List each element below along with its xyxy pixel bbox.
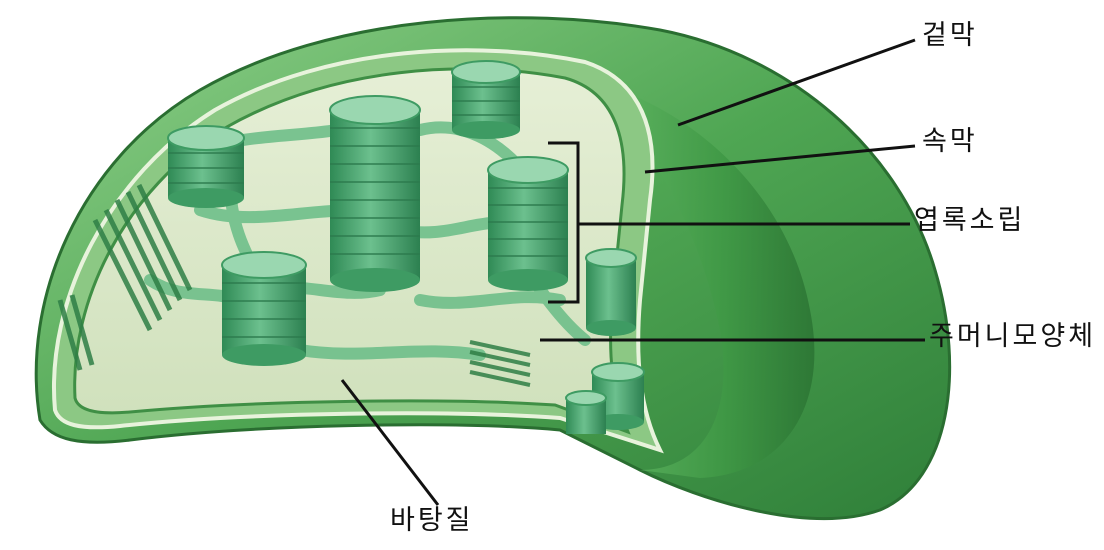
granum-lower — [222, 252, 306, 366]
granum-left — [168, 126, 244, 208]
granum-right-edge — [586, 249, 636, 336]
granum-top-center — [452, 61, 520, 139]
granum-right — [488, 157, 568, 291]
label-outer-membrane: 겉막 — [922, 22, 978, 49]
label-inner-membrane: 속막 — [922, 128, 978, 155]
label-stroma: 바탕질 — [390, 507, 474, 534]
granum-bottom-small — [566, 391, 606, 434]
granum-tall-center — [330, 96, 420, 292]
label-chlorophyll-granum: 엽록소립 — [914, 207, 1025, 234]
label-thylakoid: 주머니모양체 — [929, 323, 1096, 350]
